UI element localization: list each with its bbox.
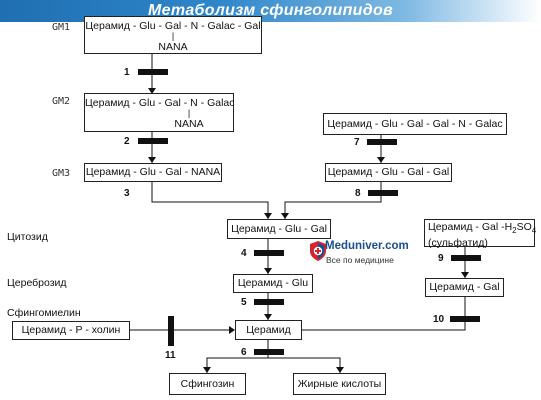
- sulfatid-sub-2: 2: [512, 226, 517, 236]
- enzyme-bar-1: [138, 69, 168, 75]
- step-number-10: 10: [433, 314, 445, 325]
- gm1-branch: |: [171, 31, 175, 41]
- enzyme-bar-8: [368, 190, 398, 196]
- step-number-6: 6: [241, 347, 247, 358]
- enzyme-bar-11: [168, 316, 174, 346]
- sulfatid-box: Церамид - Gal -H2SO4 (сульфатид): [424, 219, 537, 250]
- step-number-5: 5: [241, 297, 247, 308]
- shield-cross-icon: [310, 241, 326, 261]
- enzyme-bar-10: [450, 316, 480, 322]
- gm2-box: Церамид - Glu - Gal - N - Galac | NANA: [84, 93, 235, 132]
- right-mid-box: Церамид - Glu - Gal - Gal: [325, 163, 452, 182]
- cerebrozid-label: Цереброзид: [7, 277, 67, 289]
- connector-3: [151, 181, 269, 219]
- gm2-line2: NANA: [174, 118, 204, 130]
- citozid-label: Цитозид: [7, 231, 48, 243]
- enzyme-bar-5: [254, 299, 284, 305]
- enzyme-bar-2: [138, 138, 168, 144]
- step-number-9: 9: [438, 253, 444, 264]
- sulfatid-line1: Церамид - Gal -H: [428, 221, 513, 233]
- step-number-8: 8: [355, 188, 361, 199]
- sfingomielin-label: Сфингомиелин: [7, 307, 81, 319]
- watermark-name: Meduniver.com: [325, 240, 409, 252]
- gm2-line1: Церамид - Glu - Gal - N - Galac: [85, 97, 235, 109]
- sulfatid-so: SO: [516, 221, 532, 233]
- gm2-label: GM2: [52, 96, 71, 107]
- connector-8: [284, 181, 382, 219]
- enzyme-bar-6: [254, 349, 284, 355]
- step-number-4: 4: [241, 248, 247, 259]
- enzyme-bar-9: [451, 255, 481, 261]
- connector-6-split: [206, 357, 341, 373]
- step-number-7: 7: [354, 137, 360, 148]
- enzyme-bar-7: [367, 139, 397, 145]
- page-title: Метаболизм сфинголипидов: [148, 2, 393, 19]
- fatty-acids-box: Жирные кислоты: [293, 373, 386, 395]
- sulfatid-sub-4: 4: [531, 226, 537, 236]
- right-top-box: Церамид - Glu - Gal - Gal - N - Galac: [323, 113, 507, 135]
- gm3-box: Церамид - Glu - Gal - NANA: [84, 163, 222, 182]
- step-number-2: 2: [124, 136, 130, 147]
- gm1-box: Церамид - Glu - Gal - N - Galac - Gal | …: [84, 16, 262, 54]
- citozid-box: Церамид - Glu - Gal: [227, 219, 331, 239]
- ceramid-gal-box: Церамид - Gal: [425, 278, 504, 297]
- enzyme-bar-4: [254, 250, 284, 256]
- cerebrozid-box: Церамид - Glu: [233, 274, 313, 293]
- gm1-line2: NANA: [158, 41, 188, 53]
- ceramid-p-holin-box: Церамид - Р - холин: [12, 321, 130, 340]
- meduniver-watermark: Meduniver.com Все по медицине: [309, 238, 421, 278]
- gm2-branch: |: [187, 108, 191, 118]
- sulfatid-formula: Церамид - Gal -H2SO4: [428, 221, 537, 237]
- ceramid-box: Церамид: [235, 320, 302, 340]
- step-number-3: 3: [124, 188, 130, 199]
- connector-10: [302, 297, 466, 331]
- step-number-1: 1: [124, 67, 130, 78]
- gm1-line1: Церамид - Glu - Gal - N - Galac - Gal: [85, 20, 261, 32]
- watermark-tagline: Все по медицине: [326, 255, 394, 265]
- sfingozin-box: Сфингозин: [169, 373, 246, 395]
- gm1-label: GM1: [52, 22, 71, 33]
- sulfatid-line2: (сульфатид): [428, 237, 488, 250]
- gm3-label: GM3: [52, 168, 71, 179]
- step-number-11: 11: [165, 350, 176, 361]
